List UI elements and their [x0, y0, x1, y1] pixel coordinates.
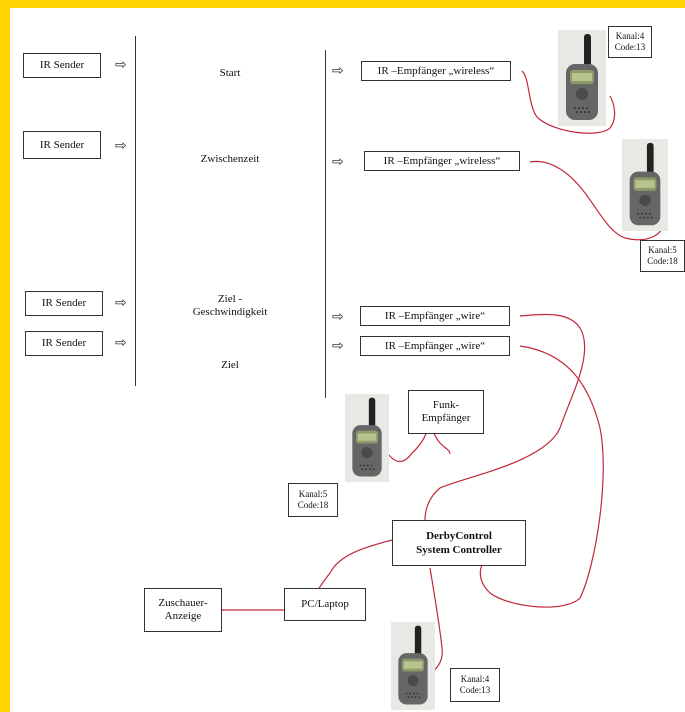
station-speed-line1: Ziel - [217, 293, 243, 305]
wire-walkie2-receiver2 [529, 160, 665, 241]
spectator-display-box: Zuschauer-Anzeige [144, 588, 222, 632]
ir-sender-finish: IR Sender [25, 331, 103, 356]
arrow-icon-receiver2: ⇨ [332, 154, 344, 170]
controller-line2: System Controller [416, 544, 502, 556]
channel-tag-4-code: Code:13 [459, 685, 491, 695]
arrow-icon-receiver3: ⇨ [332, 309, 344, 325]
wire-walkie1-receiver1 [521, 70, 616, 134]
arrow-icon-receiver1: ⇨ [332, 63, 344, 79]
arrow-icon-split: ⇨ [115, 138, 127, 154]
wire-layer [222, 70, 665, 677]
ir-receiver-finish: IR –Empfänger „wire“ [360, 336, 510, 356]
ir-receiver-speed-label: IR –Empfänger „wire“ [384, 309, 486, 322]
ir-sender-speed: IR Sender [25, 291, 103, 316]
wire-radio-controller [433, 432, 451, 455]
spectator-line2: Anzeige [164, 610, 202, 622]
ir-sender-start-label: IR Sender [39, 59, 85, 71]
spectator-line1: Zuschauer- [158, 597, 208, 609]
arrow-icon-speed: ⇨ [115, 295, 127, 311]
walkie-talkie-icon-4 [391, 622, 435, 710]
station-start: Start [219, 67, 241, 79]
ir-receiver-split-label: IR –Empfänger „wireless“ [383, 154, 501, 167]
divider-left [135, 36, 136, 386]
divider-right [325, 50, 326, 398]
walkie-talkie-icon-1 [558, 30, 606, 126]
diagram-canvas: IR Sender IR Sender IR Sender IR Sender … [10, 8, 685, 712]
channel-tag-2-code: Code:18 [647, 256, 678, 266]
ir-receiver-start-label: IR –Empfänger „wireless“ [377, 64, 495, 77]
wire-receiver3-controller [424, 313, 586, 521]
pc-laptop-box: PC/Laptop [284, 588, 366, 621]
arrow-icon-start: ⇨ [115, 57, 127, 73]
ir-sender-split: IR Sender [23, 131, 101, 159]
ir-sender-speed-label: IR Sender [41, 297, 87, 309]
controller-line1: DerbyControl [426, 530, 492, 542]
radio-receiver-box: Funk-Empfänger [408, 390, 484, 434]
walkie-talkie-icon-3 [345, 394, 389, 482]
ir-receiver-speed: IR –Empfänger „wire“ [360, 306, 510, 326]
ir-sender-finish-label: IR Sender [41, 337, 87, 349]
channel-tag-4-kanal: Kanal:4 [460, 674, 490, 684]
ir-receiver-split: IR –Empfänger „wireless“ [364, 151, 520, 171]
arrow-icon-finish: ⇨ [115, 335, 127, 351]
wire-receiver4-controller [479, 345, 604, 608]
channel-tag-1-kanal: Kanal:4 [615, 31, 645, 41]
station-finish: Ziel [221, 359, 239, 371]
ir-receiver-start: IR –Empfänger „wireless“ [361, 61, 511, 81]
channel-tag-1-code: Code:13 [614, 42, 646, 52]
arrow-icon-receiver4: ⇨ [332, 338, 344, 354]
channel-tag-3-code: Code:18 [297, 500, 329, 510]
wire-walkie3-radio [382, 432, 427, 463]
radio-receiver-line2: Empfänger [421, 412, 471, 424]
station-split: Zwischenzeit [200, 153, 260, 165]
radio-receiver-line1: Funk- [432, 399, 460, 411]
ir-sender-split-label: IR Sender [39, 138, 85, 151]
channel-tag-2-kanal: Kanal:5 [648, 245, 677, 255]
pc-laptop-label: PC/Laptop [301, 598, 349, 610]
ir-receiver-finish-label: IR –Empfänger „wire“ [384, 339, 486, 352]
station-speed-line2: Geschwindigkeit [192, 306, 268, 318]
channel-tag-3-kanal: Kanal:5 [298, 489, 328, 499]
ir-sender-start: IR Sender [23, 53, 101, 78]
walkie-talkie-icon-2 [622, 139, 668, 231]
